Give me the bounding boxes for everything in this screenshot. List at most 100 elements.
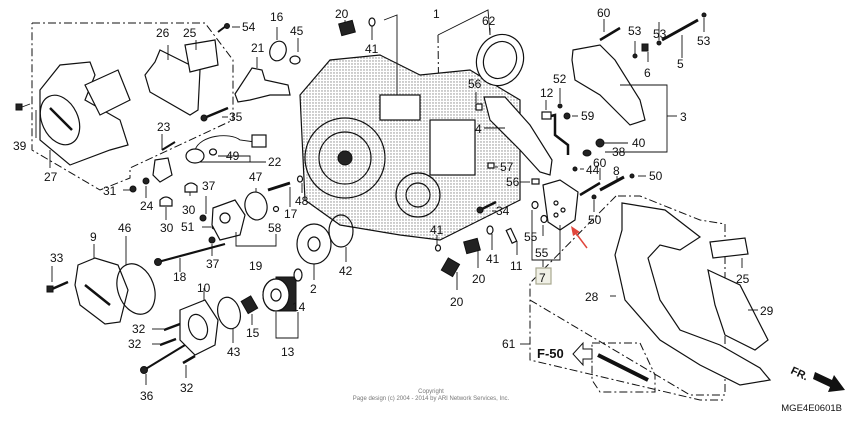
clamp-part-30a[interactable] <box>159 196 173 207</box>
callout-41b[interactable]: 41 <box>430 223 444 237</box>
gasket-part-47[interactable] <box>243 190 270 221</box>
callout-34[interactable]: 34 <box>496 204 510 218</box>
callout-26[interactable]: 26 <box>156 26 170 40</box>
oil-seal-part-62[interactable] <box>468 27 532 94</box>
callout-60b[interactable]: 60 <box>593 156 607 170</box>
spring-part-15[interactable] <box>240 295 259 315</box>
callout-27[interactable]: 27 <box>44 170 58 184</box>
callout-25b[interactable]: 25 <box>736 272 750 286</box>
washer-part-53a[interactable] <box>632 53 638 59</box>
bracket-part-21[interactable] <box>234 67 291 103</box>
callout-37a[interactable]: 37 <box>202 179 216 193</box>
bolt-part-60b[interactable] <box>579 181 601 197</box>
washer-part-48[interactable] <box>296 175 304 183</box>
bolt-part-32b[interactable] <box>159 337 177 347</box>
callout-18[interactable]: 18 <box>173 270 187 284</box>
washer-part-41c[interactable] <box>434 244 442 252</box>
cover-part-9[interactable] <box>74 257 129 325</box>
bolt-part-38[interactable] <box>582 149 592 157</box>
pin-part-56b[interactable] <box>531 178 540 185</box>
pad-part-25a[interactable] <box>184 39 219 73</box>
washer-part-44[interactable] <box>572 166 578 172</box>
oil-pump-part-7[interactable] <box>542 179 579 231</box>
callout-29[interactable]: 29 <box>760 304 774 318</box>
callout-8[interactable]: 8 <box>613 164 620 178</box>
callout-10[interactable]: 10 <box>197 281 211 295</box>
callout-3[interactable]: 3 <box>680 110 687 124</box>
bolt-part-60a[interactable] <box>599 26 621 42</box>
callout-1[interactable]: 1 <box>433 7 440 21</box>
switch-part-20b[interactable] <box>463 237 481 255</box>
callout-39[interactable]: 39 <box>13 139 27 153</box>
callout-30a[interactable]: 30 <box>160 221 174 235</box>
bolt-part-18[interactable] <box>154 242 226 266</box>
callout-40[interactable]: 40 <box>632 136 646 150</box>
bolt-part-33[interactable] <box>46 280 69 293</box>
callout-35[interactable]: 35 <box>229 110 243 124</box>
washer-part-52[interactable] <box>557 103 563 109</box>
clamp-part-30b[interactable] <box>184 182 198 193</box>
gasket-part-46[interactable] <box>110 258 162 319</box>
engine-case-part-1[interactable] <box>299 54 521 241</box>
callout-32b[interactable]: 32 <box>128 337 142 351</box>
callout-25a[interactable]: 25 <box>183 26 197 40</box>
filter-part-13[interactable] <box>262 276 297 312</box>
part-11[interactable] <box>505 227 518 244</box>
callout-62[interactable]: 62 <box>482 14 496 28</box>
callout-33[interactable]: 33 <box>50 251 64 265</box>
sensor-part-22[interactable] <box>185 134 267 164</box>
callout-48[interactable]: 48 <box>295 194 309 208</box>
pin-part-55a[interactable] <box>531 200 539 210</box>
bolt-part-54[interactable] <box>217 23 230 33</box>
callout-12[interactable]: 12 <box>540 86 554 100</box>
callout-21[interactable]: 21 <box>251 41 265 55</box>
bolt-part-39[interactable] <box>15 103 31 111</box>
bolt-part-17[interactable] <box>267 181 291 192</box>
callout-49[interactable]: 49 <box>226 149 240 163</box>
callout-56b[interactable]: 56 <box>506 175 520 189</box>
callout-60a[interactable]: 60 <box>597 6 611 20</box>
callout-50a[interactable]: 50 <box>649 169 663 183</box>
pin-part-58a[interactable] <box>272 205 280 213</box>
callout-20c[interactable]: 20 <box>450 295 464 309</box>
plate-part-3[interactable] <box>571 44 646 126</box>
callout-38[interactable]: 38 <box>612 145 626 159</box>
callout-32c[interactable]: 32 <box>180 381 194 395</box>
pin-part-55b[interactable] <box>540 214 548 224</box>
cap-part-2[interactable] <box>296 223 332 265</box>
callout-45[interactable]: 45 <box>290 24 304 38</box>
callout-9[interactable]: 9 <box>90 230 97 244</box>
callout-56a[interactable]: 56 <box>468 77 482 91</box>
pad-part-29[interactable] <box>707 268 769 351</box>
washer-part-53b[interactable] <box>656 40 662 46</box>
plate-part-26[interactable] <box>144 49 201 116</box>
cover-part-27[interactable] <box>33 61 131 166</box>
washer-part-41b[interactable] <box>486 225 494 235</box>
callout-14[interactable]: 14 <box>292 300 306 314</box>
callout-41a[interactable]: 41 <box>365 42 379 56</box>
callout-32a[interactable]: 32 <box>132 322 146 336</box>
housing-part-10[interactable] <box>179 299 219 356</box>
callout-36[interactable]: 36 <box>140 389 154 403</box>
callout-42[interactable]: 42 <box>339 264 353 278</box>
switch-part-20c[interactable] <box>440 257 461 278</box>
callout-19[interactable]: 19 <box>249 259 263 273</box>
bolt-part-37a[interactable] <box>199 214 207 222</box>
callout-23[interactable]: 23 <box>157 120 171 134</box>
callout-55a[interactable]: 55 <box>524 230 538 244</box>
switch-part-20a[interactable] <box>338 19 356 37</box>
pad-part-25b[interactable] <box>709 237 749 259</box>
washer-part-41a[interactable] <box>368 17 376 27</box>
callout-20a[interactable]: 20 <box>335 7 349 21</box>
callout-58a[interactable]: 58 <box>268 221 282 235</box>
pump-part-19[interactable] <box>211 199 246 241</box>
plate-part-4[interactable] <box>483 96 553 176</box>
pin-part-57[interactable] <box>487 162 495 169</box>
callout-24[interactable]: 24 <box>140 199 154 213</box>
callout-59[interactable]: 59 <box>581 109 595 123</box>
callout-17[interactable]: 17 <box>284 207 298 221</box>
bolt-part-32c[interactable] <box>182 354 196 365</box>
callout-54[interactable]: 54 <box>242 20 256 34</box>
callout-15[interactable]: 15 <box>246 326 260 340</box>
callout-61[interactable]: 61 <box>502 337 516 351</box>
